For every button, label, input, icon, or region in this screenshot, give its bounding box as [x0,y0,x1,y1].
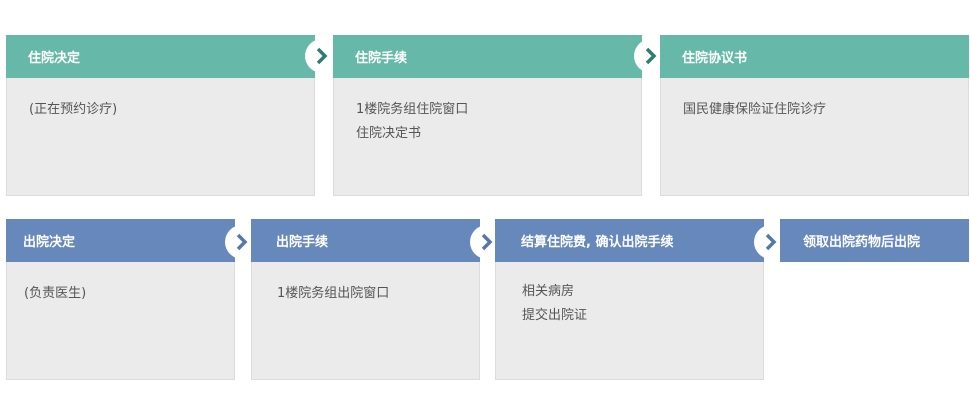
step-body: 1楼院务组出院窗口 [251,262,480,380]
step-title: 住院决定 [6,35,315,78]
step-title: 住院协议书 [660,35,969,78]
step-detail: 1楼院务组住院窗口 [356,102,469,117]
admission-step-1: 住院决定 (正在预约诊疗) [6,35,315,196]
admission-step-3: 住院协议书 国民健康保险证住院诊疗 [660,35,969,196]
discharge-step-3: 结算住院费, 确认出院手续 相关病房 提交出院证 [495,219,764,380]
step-detail: (负责医生) [24,286,87,301]
step-detail: 提交出院证 [522,308,588,323]
step-title: 出院决定 [6,219,235,262]
step-detail: 相关病房 [522,284,575,299]
discharge-step-4: 领取出院药物后出院 [780,219,969,262]
step-title: 住院手续 [333,35,642,78]
discharge-step-2: 出院手续 1楼院务组出院窗口 [251,219,480,380]
discharge-step-1: 出院决定 (负责医生) [6,219,235,380]
step-title: 结算住院费, 确认出院手续 [495,219,764,262]
step-body: (正在预约诊疗) [6,78,315,196]
step-body: 1楼院务组住院窗口 住院决定书 [333,78,642,196]
step-title: 领取出院药物后出院 [780,219,969,262]
admission-process-row: 住院决定 (正在预约诊疗) 住院手续 1楼院务组住院窗口 住院决定书 住院协议书… [0,35,970,196]
step-detail: 国民健康保险证住院诊疗 [683,102,827,117]
step-detail: (正在预约诊疗) [29,102,118,117]
discharge-process-row: 出院决定 (负责医生) 出院手续 1楼院务组出院窗口 结算住院费, 确认出院手续… [0,219,970,380]
step-detail: 住院决定书 [356,126,422,141]
admission-step-2: 住院手续 1楼院务组住院窗口 住院决定书 [333,35,642,196]
step-body: 相关病房 提交出院证 [495,262,764,380]
step-body: 国民健康保险证住院诊疗 [660,78,969,196]
step-detail: 1楼院务组出院窗口 [277,286,390,301]
step-title: 出院手续 [251,219,480,262]
step-body: (负责医生) [6,262,235,380]
